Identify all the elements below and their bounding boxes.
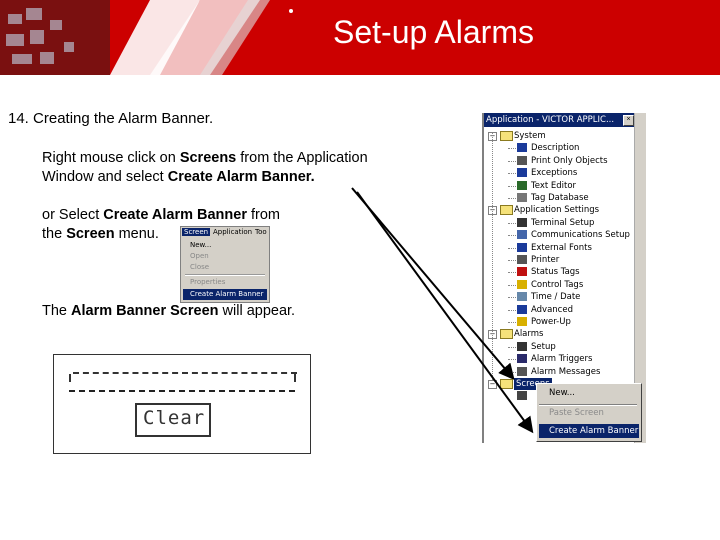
tree-label: Tag Database — [531, 193, 589, 203]
alarm-message-icon — [517, 367, 527, 376]
control-tag-icon — [517, 280, 527, 289]
tree-connector — [508, 248, 516, 249]
tree-label: Text Editor — [531, 181, 577, 191]
header-banner: Set-up Alarms — [0, 0, 720, 75]
context-item-create-alarm-banner[interactable]: Create Alarm Banner — [539, 424, 639, 438]
tree-label: Setup — [531, 342, 556, 352]
tree-connector — [508, 272, 516, 273]
tree-label: Terminal Setup — [531, 218, 595, 228]
status-tag-icon — [517, 267, 527, 276]
close-icon[interactable]: × — [623, 115, 634, 126]
clear-button[interactable]: Clear — [135, 403, 211, 437]
menu-application[interactable]: Application — [213, 228, 253, 236]
arrow-icon — [517, 305, 527, 314]
tree-connector — [508, 347, 516, 348]
screens-context-menu: New... Paste Screen Create Alarm Banner — [536, 383, 642, 442]
tree-label: Power-Up — [531, 317, 571, 327]
font-icon — [517, 243, 527, 252]
alarm-trigger-icon — [517, 354, 527, 363]
arrow-to-screens — [351, 187, 515, 381]
banner-dashed-line-bottom — [69, 390, 295, 392]
printer-icon — [517, 156, 527, 165]
tree-label: Time / Date — [531, 292, 581, 302]
tree-label: Communications Setup — [531, 230, 630, 240]
alarm-setup-icon — [517, 342, 527, 351]
calendar-icon — [517, 292, 527, 301]
tree-connector — [508, 161, 516, 162]
menu-item-close[interactable]: Close — [190, 263, 210, 271]
instruction-para-1-line-1: Right mouse click on Screens from the Ap… — [42, 150, 368, 166]
tree-label: Alarm Triggers — [531, 354, 593, 364]
menu-item-create-alarm-banner[interactable]: Create Alarm Banner — [183, 289, 267, 300]
tree-label: Status Tags — [531, 267, 580, 277]
context-item-new[interactable]: New... — [549, 388, 575, 398]
menu-item-new[interactable]: New... — [190, 241, 212, 249]
instruction-para-3: The Alarm Banner Screen will appear. — [42, 303, 296, 319]
banner-tick-right — [294, 374, 296, 382]
alarm-banner-preview: Clear — [53, 354, 311, 454]
banner-tick-left — [69, 374, 71, 382]
folder-icon — [500, 131, 513, 141]
tree-label: External Fonts — [531, 243, 592, 253]
tag-icon — [517, 193, 527, 202]
terminal-icon — [517, 218, 527, 227]
menu-bar: Screen Application Too — [181, 227, 269, 238]
tree-connector — [508, 198, 516, 199]
tree-connector — [508, 148, 516, 149]
page-title: Set-up Alarms — [333, 14, 534, 50]
instruction-para-1-line-2: Window and select Create Alarm Banner. — [42, 169, 315, 185]
tree-connector — [508, 260, 516, 261]
context-separator — [539, 404, 637, 406]
tree-label: Description — [531, 143, 580, 153]
tree-label: Alarms — [514, 329, 544, 339]
power-icon — [517, 317, 527, 326]
step-heading: 14. Creating the Alarm Banner. — [8, 110, 214, 127]
tree-label: Exceptions — [531, 168, 578, 178]
tree-trunk — [492, 133, 493, 381]
screen-menu: Screen Application Too New... Open Close… — [180, 226, 270, 303]
tree-label: Alarm Messages — [531, 367, 601, 377]
menu-screen[interactable]: Screen — [182, 228, 211, 236]
tree-label: Control Tags — [531, 280, 584, 290]
printer-icon — [517, 255, 527, 264]
folder-icon — [500, 205, 513, 215]
vertical-scrollbar[interactable] — [634, 113, 646, 443]
info-icon — [517, 143, 527, 152]
tree-connector — [508, 223, 516, 224]
tree-label: Print Only Objects — [531, 156, 608, 166]
tree-connector — [508, 173, 516, 174]
banner-dashed-line-top — [73, 372, 297, 374]
tree-connector — [508, 285, 516, 286]
application-window-title: Application - VICTOR APPLIC... — [484, 113, 634, 127]
tree-label: Printer — [531, 255, 560, 265]
clear-button-label: Clear — [143, 407, 206, 429]
menu-item-properties[interactable]: Properties — [190, 278, 226, 286]
header-graphic — [0, 0, 293, 75]
tree-connector — [508, 297, 516, 298]
menu-item-open[interactable]: Open — [190, 252, 209, 260]
instruction-para-2-line-1: or Select Create Alarm Banner from — [42, 207, 280, 223]
menu-separator — [185, 274, 265, 276]
tree-label: System — [514, 131, 546, 141]
instruction-para-2-line-2: the Screen menu. — [42, 226, 159, 242]
context-item-create-alarm-banner-label: Create Alarm Banner — [549, 426, 639, 436]
tree-connector — [508, 322, 516, 323]
screen-icon — [517, 391, 527, 400]
tree-label: Advanced — [531, 305, 573, 315]
tree-connector — [508, 186, 516, 187]
text-editor-icon — [517, 181, 527, 190]
tree-connector — [508, 235, 516, 236]
tree-label: Application Settings — [514, 205, 600, 215]
folder-icon — [500, 329, 513, 339]
context-item-paste-screen[interactable]: Paste Screen — [549, 408, 604, 418]
tree-connector — [508, 359, 516, 360]
tree-connector — [508, 310, 516, 311]
comms-icon — [517, 230, 527, 239]
menu-tools[interactable]: Too — [255, 228, 267, 236]
arrow-to-create-alarm-banner — [356, 191, 534, 434]
exceptions-icon — [517, 168, 527, 177]
menu-item-create-alarm-banner-label: Create Alarm Banner — [190, 290, 264, 298]
